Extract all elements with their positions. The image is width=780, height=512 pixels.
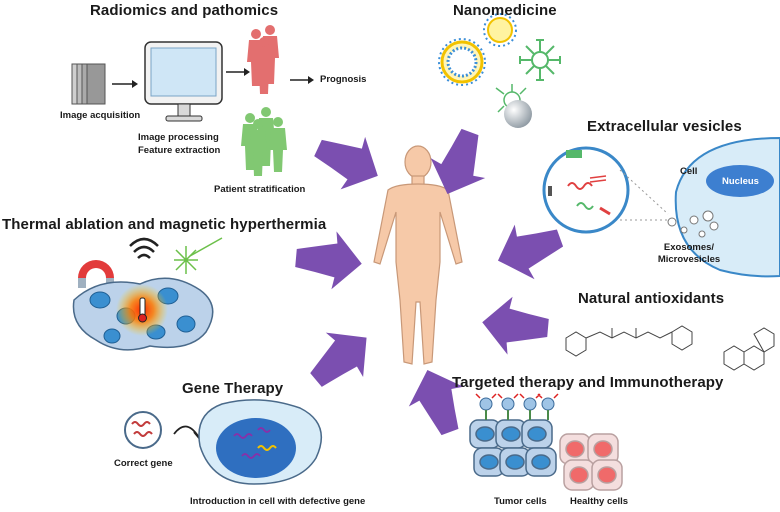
- patient-stratification-label: Patient stratification: [214, 184, 306, 195]
- nanomedicine-title: Nanomedicine: [453, 2, 557, 19]
- targeted-therapy-illustration: [469, 393, 623, 491]
- cell-label: Cell: [680, 166, 698, 177]
- introduction-label: Introduction in cell with defective gene: [190, 496, 366, 507]
- nanoparticles-illustration: [438, 13, 561, 128]
- gene-therapy-illustration: [124, 399, 323, 485]
- exosomes-line: Exosomes/: [663, 242, 715, 253]
- thermal-title: Thermal ablation and magnetic hypertherm…: [2, 216, 327, 233]
- extracellular-vesicles-illustration: [542, 136, 780, 278]
- thermal-illustration: [72, 237, 223, 351]
- healthy-cells-label: Healthy cells: [570, 496, 629, 507]
- radiomics-illustration: [71, 25, 314, 176]
- human-body-figure: [373, 145, 463, 365]
- image-processing-label: Image processing: [138, 132, 219, 143]
- radiomics-title: Radiomics and pathomics: [90, 2, 279, 19]
- nucleus-label: Nucleus: [722, 176, 759, 187]
- nanocarriers: [475, 393, 559, 420]
- gene-therapy-title: Gene Therapy: [182, 380, 284, 397]
- tumor-cells-label: Tumor cells: [494, 496, 547, 507]
- antioxidant-structures: [565, 325, 775, 371]
- monitor-icon: [144, 41, 223, 122]
- image-stack-icon: [71, 63, 106, 105]
- microvesicles-line: Microvesicles: [657, 254, 721, 265]
- tumor-cells: [469, 419, 557, 477]
- targeted-therapy-title: Targeted therapy and Immunotherapy: [452, 374, 724, 391]
- image-acquisition-label: Image acquisition: [60, 110, 141, 121]
- green-patients-icon: [241, 107, 287, 176]
- antioxidants-title: Natural antioxidants: [578, 290, 725, 307]
- correct-gene-label: Correct gene: [114, 458, 173, 469]
- red-patients-icon: [247, 25, 279, 94]
- prognosis-label: Prognosis: [320, 74, 367, 85]
- extracellular-vesicles-title: Extracellular vesicles: [587, 118, 742, 135]
- exosomes-label: Exosomes/ Microvesicles: [654, 242, 724, 266]
- healthy-cells: [559, 433, 623, 491]
- feature-extraction-label: Feature extraction: [138, 145, 221, 156]
